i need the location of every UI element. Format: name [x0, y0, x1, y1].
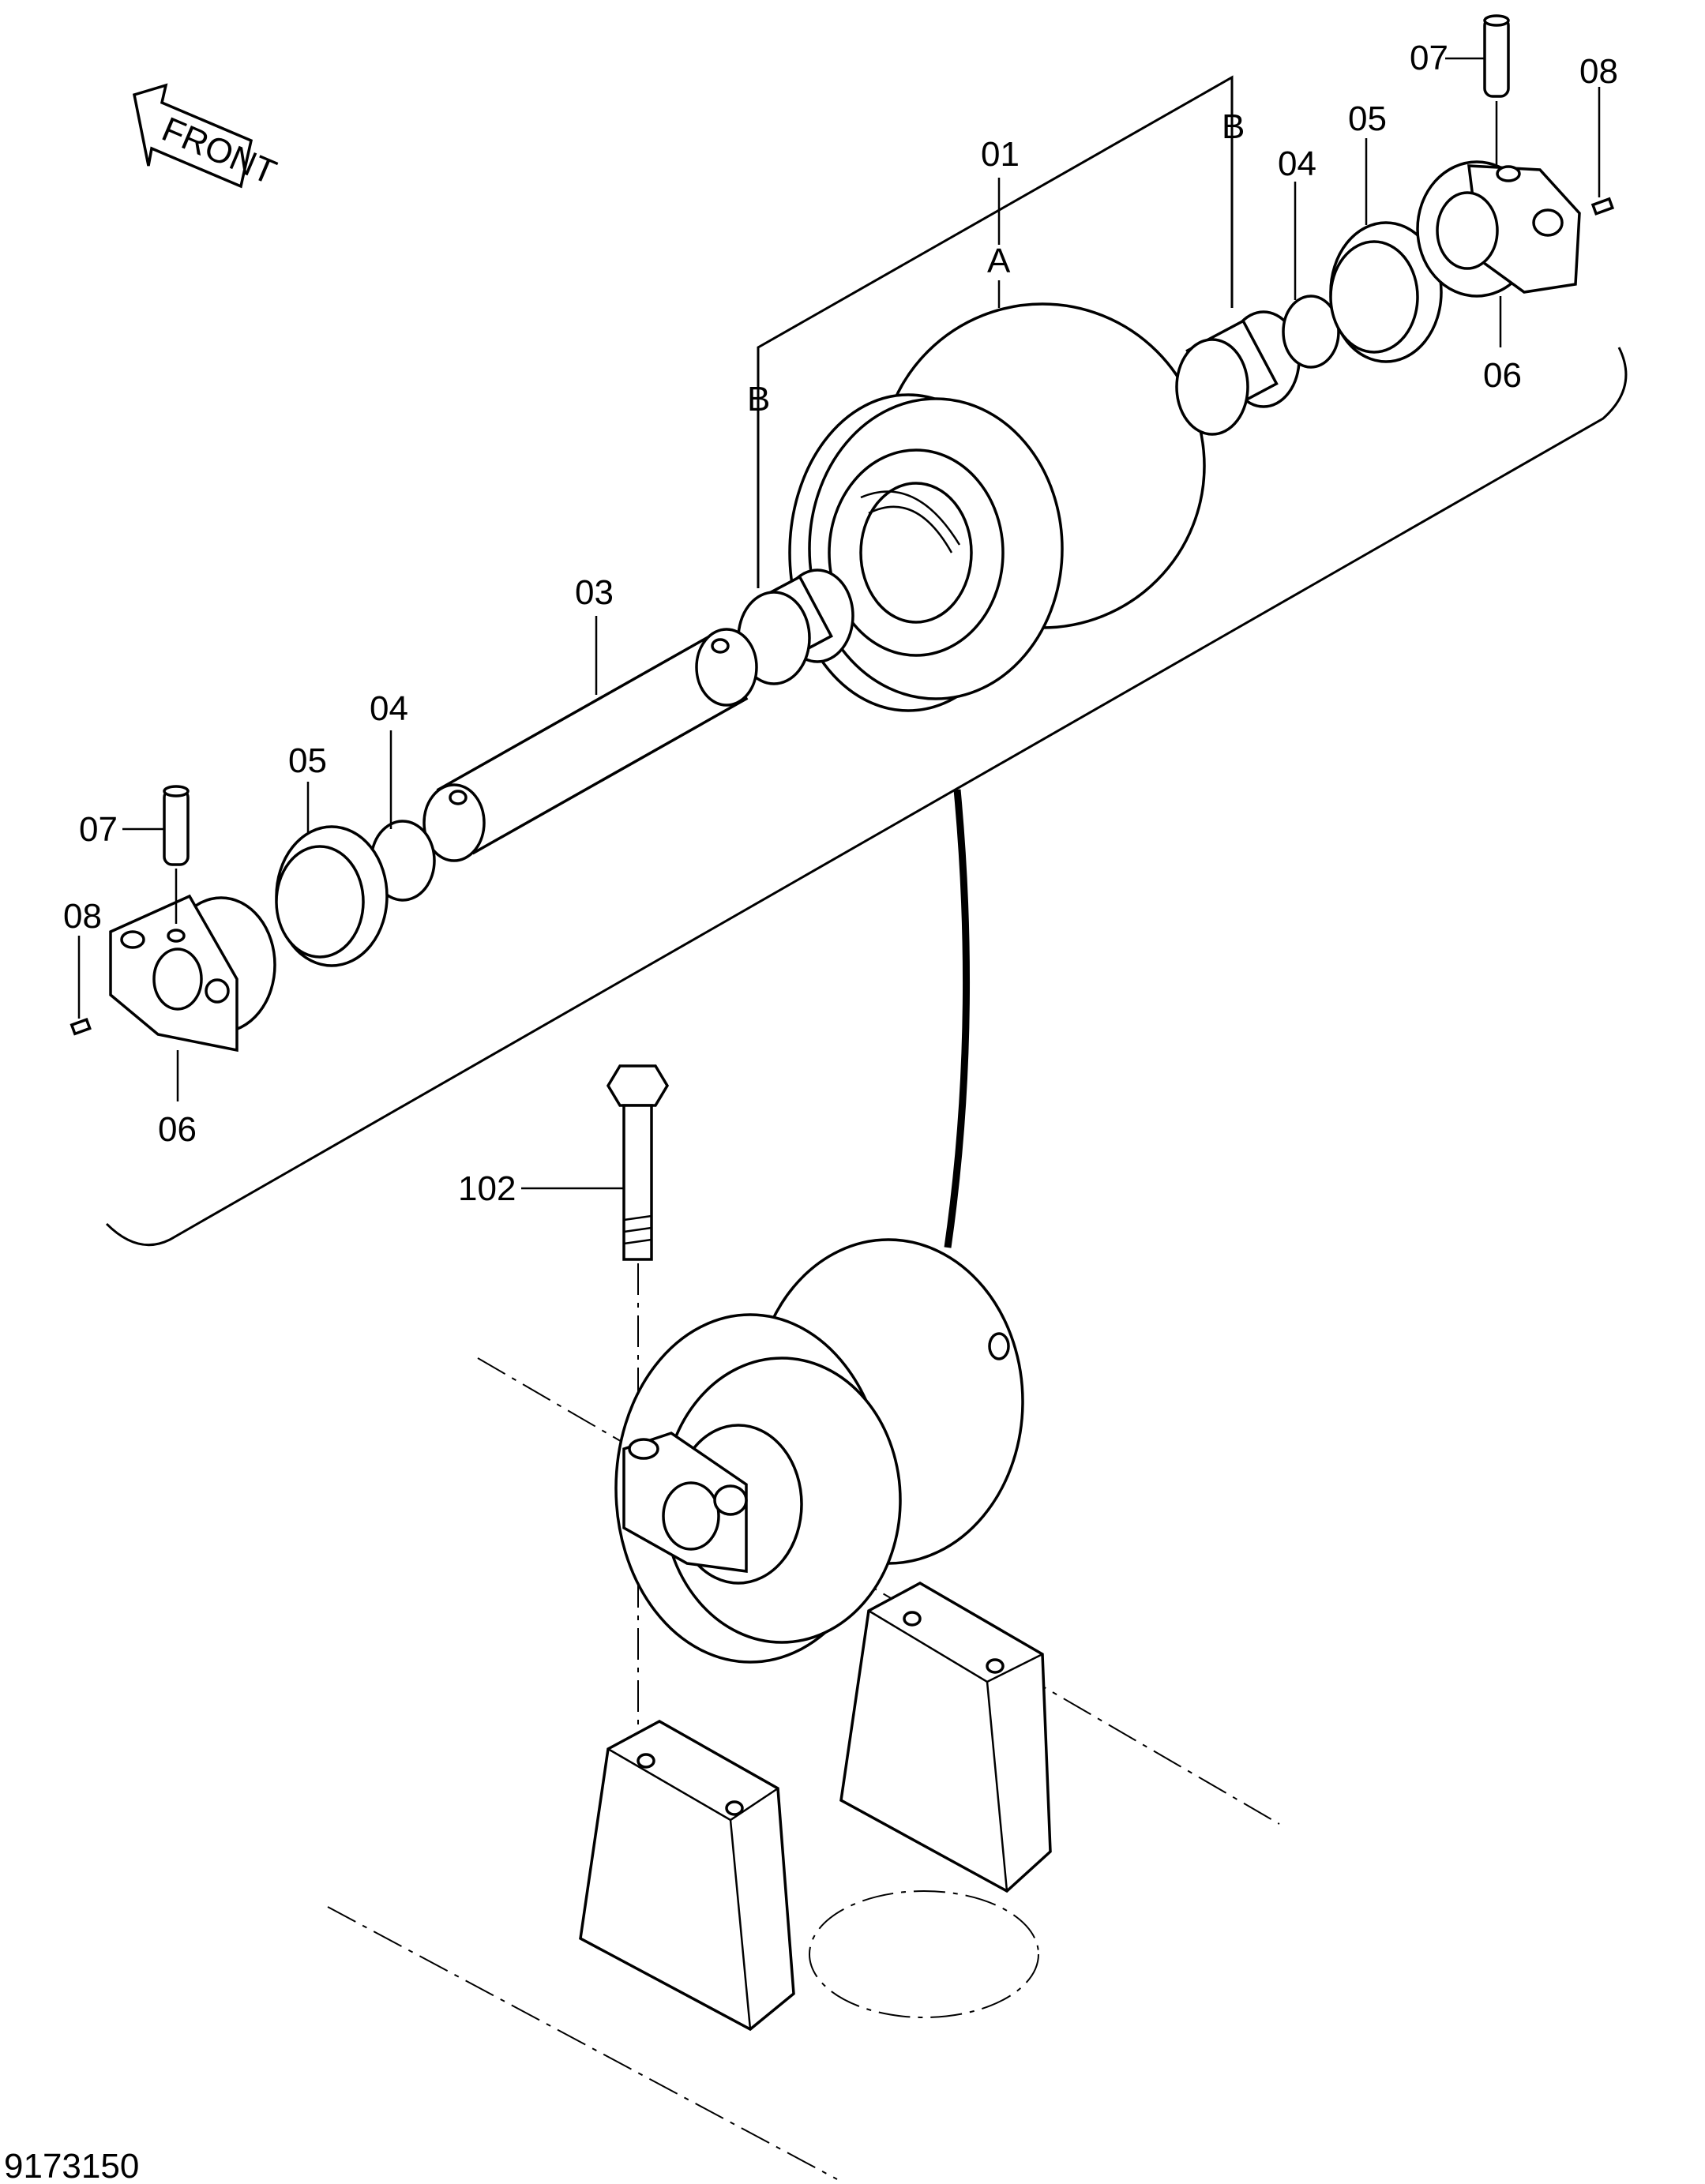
bushing-right — [1175, 310, 1301, 436]
callout-B-top: B — [1222, 107, 1245, 146]
seal-05-left — [275, 825, 389, 967]
frame-opening — [809, 1890, 1039, 2018]
roller-assembly — [614, 1238, 1024, 1664]
connector-line — [944, 789, 971, 1248]
callout-07-left: 07 — [79, 810, 118, 849]
centerline-upper — [477, 1357, 1280, 1825]
screw-08-right — [1590, 197, 1615, 216]
callout-06-right: 06 — [1483, 356, 1522, 395]
o-ring-04-right — [1282, 295, 1340, 369]
mount-block-right — [839, 1581, 1052, 1893]
collar-06-left — [109, 894, 276, 1053]
callout-05-right: 05 — [1348, 99, 1387, 138]
pin-07-left — [163, 785, 190, 866]
roller-01 — [788, 302, 1206, 712]
mount-block-left — [579, 1720, 795, 2032]
callout-A: A — [987, 242, 1011, 280]
callout-08-right: 08 — [1579, 52, 1618, 91]
callout-06-left: 06 — [158, 1110, 197, 1149]
front-label: FRONT — [156, 110, 282, 192]
bolt-102 — [606, 1064, 670, 1261]
front-arrow: FRONT — [132, 83, 282, 192]
callout-05-left: 05 — [288, 741, 327, 780]
callout-03: 03 — [575, 573, 614, 612]
shaft-03 — [422, 628, 758, 862]
callout-04-right: 04 — [1278, 144, 1316, 183]
exploded-view-boundary — [105, 347, 1628, 1247]
callout-07-right: 07 — [1410, 39, 1448, 77]
pin-07-right — [1483, 14, 1510, 98]
seal-05-right — [1329, 221, 1443, 363]
collar-06-right — [1416, 160, 1581, 298]
callout-102: 102 — [458, 1169, 516, 1208]
callout-01: 01 — [981, 135, 1020, 174]
callout-B-left: B — [747, 380, 770, 418]
drawing-number: 9173150 — [4, 2147, 139, 2184]
leader-lines — [77, 57, 1601, 1190]
centerline-lower — [327, 1906, 838, 2180]
callout-08-left: 08 — [63, 897, 102, 936]
screw-08-left — [69, 1017, 92, 1036]
callout-04-left: 04 — [370, 689, 408, 728]
